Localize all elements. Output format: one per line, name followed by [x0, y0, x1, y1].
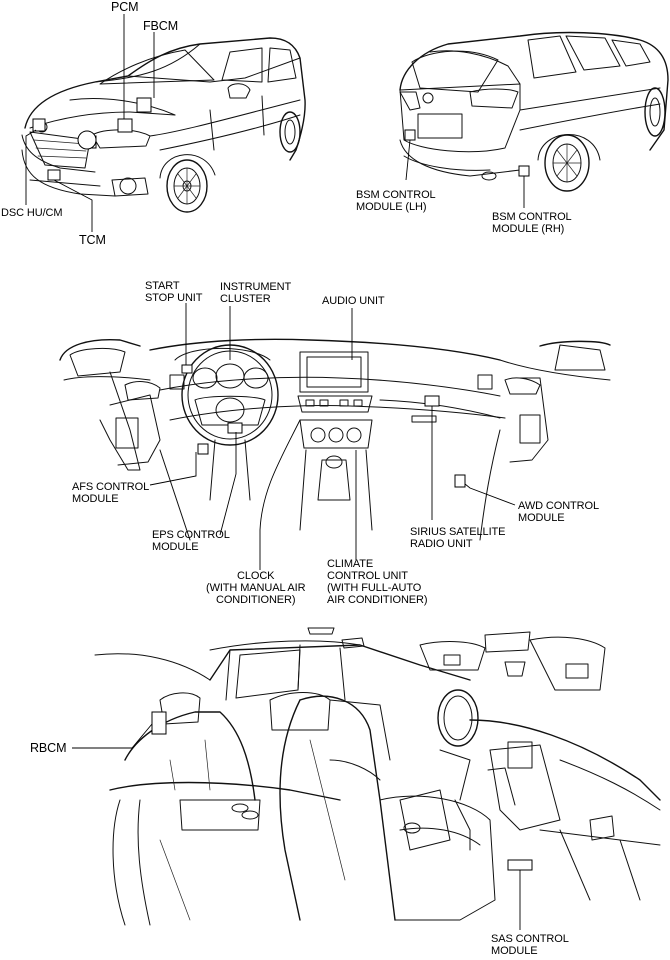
fbcm-label: FBCM — [143, 19, 179, 33]
instrument-line-2: CLUSTER — [220, 293, 271, 305]
tcm-label: TCM — [79, 233, 106, 247]
front-car-drawing — [21, 37, 306, 213]
start-stop-line-2: STOP UNIT — [145, 292, 203, 304]
bsm-lh-line-1: BSM CONTROL — [356, 189, 436, 201]
audio-unit-label: AUDIO UNIT — [322, 295, 385, 307]
afs-line-2: MODULE — [72, 493, 119, 505]
sirius-satellite-radio-unit-label: SIRIUS SATELLITE RADIO UNIT — [410, 526, 506, 550]
awd-line-1: AWD CONTROL — [518, 500, 599, 512]
clock-label: CLOCK (WITH MANUAL AIR CONDITIONER) — [206, 570, 306, 606]
eps-line-1: EPS CONTROL — [152, 529, 230, 541]
afs-control-module-label: AFS CONTROL MODULE — [72, 481, 149, 505]
climate-line-2: CONTROL UNIT — [327, 570, 408, 582]
sas-line-1: SAS CONTROL — [491, 933, 569, 945]
awd-line-2: MODULE — [518, 512, 565, 524]
bsm-control-module-lh-label: BSM CONTROL MODULE (LH) — [356, 189, 436, 213]
interior-drawing — [94, 627, 661, 926]
bsm-rh-line-2: MODULE (RH) — [492, 223, 565, 235]
eps-control-module-label: EPS CONTROL MODULE — [152, 529, 230, 553]
sirius-line-1: SIRIUS SATELLITE — [410, 526, 506, 538]
pcm-label: PCM — [111, 0, 139, 14]
eps-line-2: MODULE — [152, 541, 199, 553]
sirius-line-2: RADIO UNIT — [410, 538, 473, 550]
rbcm-label: RBCM — [30, 741, 67, 755]
clock-line-2: (WITH MANUAL AIR — [206, 582, 306, 594]
instrument-cluster-label: INSTRUMENT CLUSTER — [220, 281, 291, 305]
climate-line-3: (WITH FULL-AUTO — [327, 582, 422, 594]
start-stop-unit-label: START STOP UNIT — [145, 280, 202, 304]
rear-car-drawing — [399, 31, 669, 192]
climate-line-1: CLIMATE — [327, 558, 374, 570]
clock-line-3: CONDITIONER) — [215, 594, 296, 606]
bsm-rh-line-1: BSM CONTROL — [492, 211, 572, 223]
start-stop-line-1: START — [145, 280, 180, 292]
clock-line-1: CLOCK — [237, 570, 275, 582]
bsm-control-module-rh-label: BSM CONTROL MODULE (RH) — [492, 211, 572, 235]
sas-line-2: MODULE — [491, 945, 538, 957]
bsm-lh-line-2: MODULE (LH) — [356, 201, 427, 213]
climate-line-4: AIR CONDITIONER) — [327, 594, 428, 606]
sas-control-module-label: SAS CONTROL MODULE — [491, 933, 569, 957]
afs-line-1: AFS CONTROL — [72, 481, 150, 493]
instrument-line-1: INSTRUMENT — [220, 281, 292, 293]
dsc-hu-cm-label: DSC HU/CM — [1, 207, 63, 219]
climate-control-unit-label: CLIMATE CONTROL UNIT (WITH FULL-AUTO AIR… — [327, 558, 428, 606]
awd-control-module-label: AWD CONTROL MODULE — [518, 500, 599, 524]
